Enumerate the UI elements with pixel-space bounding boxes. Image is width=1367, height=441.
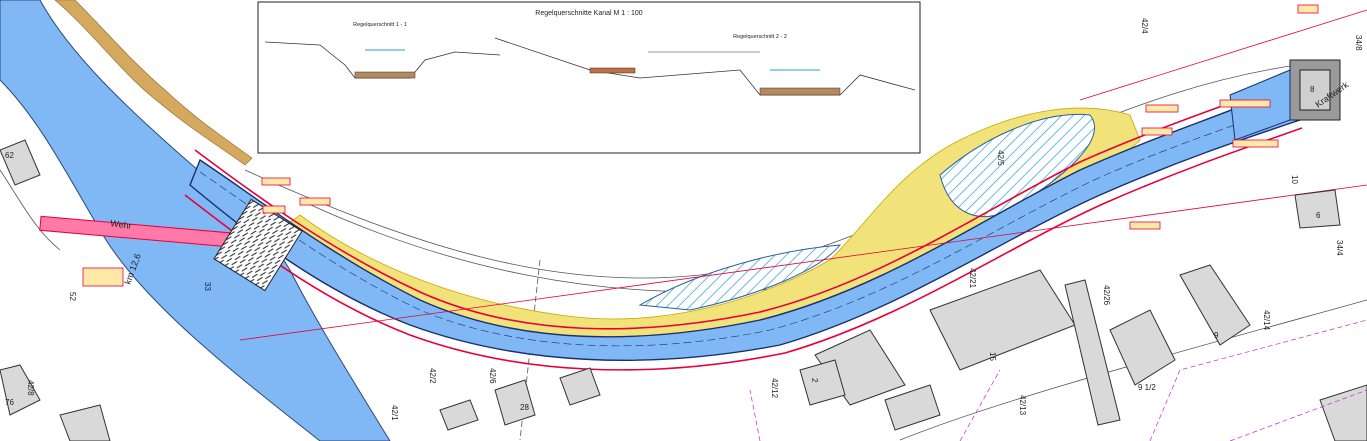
section-1-title: Regelquerschnitt 1 - 1	[353, 22, 407, 28]
hatched-area-upper	[939, 113, 1096, 218]
label-wehr: Wehr	[110, 218, 133, 231]
parcel-label: 42/21	[968, 268, 977, 289]
parcel-label: 42/12	[770, 378, 779, 399]
weir	[39, 198, 303, 292]
parcel-label: 34/4	[1335, 240, 1344, 256]
canal-red-edge	[194, 77, 1293, 330]
parcel-label: 9	[1214, 331, 1219, 340]
parcel-label: 33	[203, 282, 212, 291]
parcel-label: 62	[5, 151, 14, 160]
parcel-label: 42/5	[996, 150, 1005, 166]
parcel-label: 42/1	[390, 405, 399, 421]
parcel-label: 52	[68, 292, 77, 301]
annotation-boxes	[82, 4, 1319, 287]
property-lines	[749, 319, 1367, 441]
parcel-label: 15	[988, 352, 997, 361]
canal-centerline	[199, 101, 1296, 347]
parcel-label: 42/13	[1018, 395, 1027, 416]
parcel-label: 8	[1310, 85, 1315, 94]
bank-road	[54, 0, 253, 166]
parcel-label: 42/2	[428, 368, 437, 384]
parcel-label: 6	[1316, 211, 1321, 220]
parcel-label: 10	[1290, 175, 1299, 184]
parcel-label: 28	[520, 403, 529, 412]
parcel-label: 42/4	[1140, 18, 1149, 34]
section-2-title: Regelquerschnitt 2 - 2	[733, 34, 787, 40]
canal-red-edge-lower	[184, 127, 1303, 371]
parcel-label: 42/6	[488, 368, 497, 384]
parcel-label: 2	[810, 378, 819, 383]
river-water	[0, 0, 391, 441]
buildings	[0, 139, 1367, 441]
parcel-label: 34/8	[1354, 35, 1363, 51]
parcel-label: 42/14	[1262, 310, 1271, 331]
red-line-top	[1079, 9, 1367, 101]
red-line-diagonal	[239, 184, 1367, 341]
cross-section-inset: Regelquerschnitte Kanal M 1 : 100 Regelq…	[257, 1, 921, 154]
parcel-label: 9 1/2	[1138, 383, 1156, 392]
inset-title: Regelquerschnitte Kanal M 1 : 100	[535, 10, 643, 17]
parcel-label: 42/8	[26, 380, 35, 396]
parcel-label: 76	[5, 398, 14, 407]
parcel-label: 42/26	[1102, 285, 1111, 306]
hatched-area-lower	[638, 244, 842, 311]
